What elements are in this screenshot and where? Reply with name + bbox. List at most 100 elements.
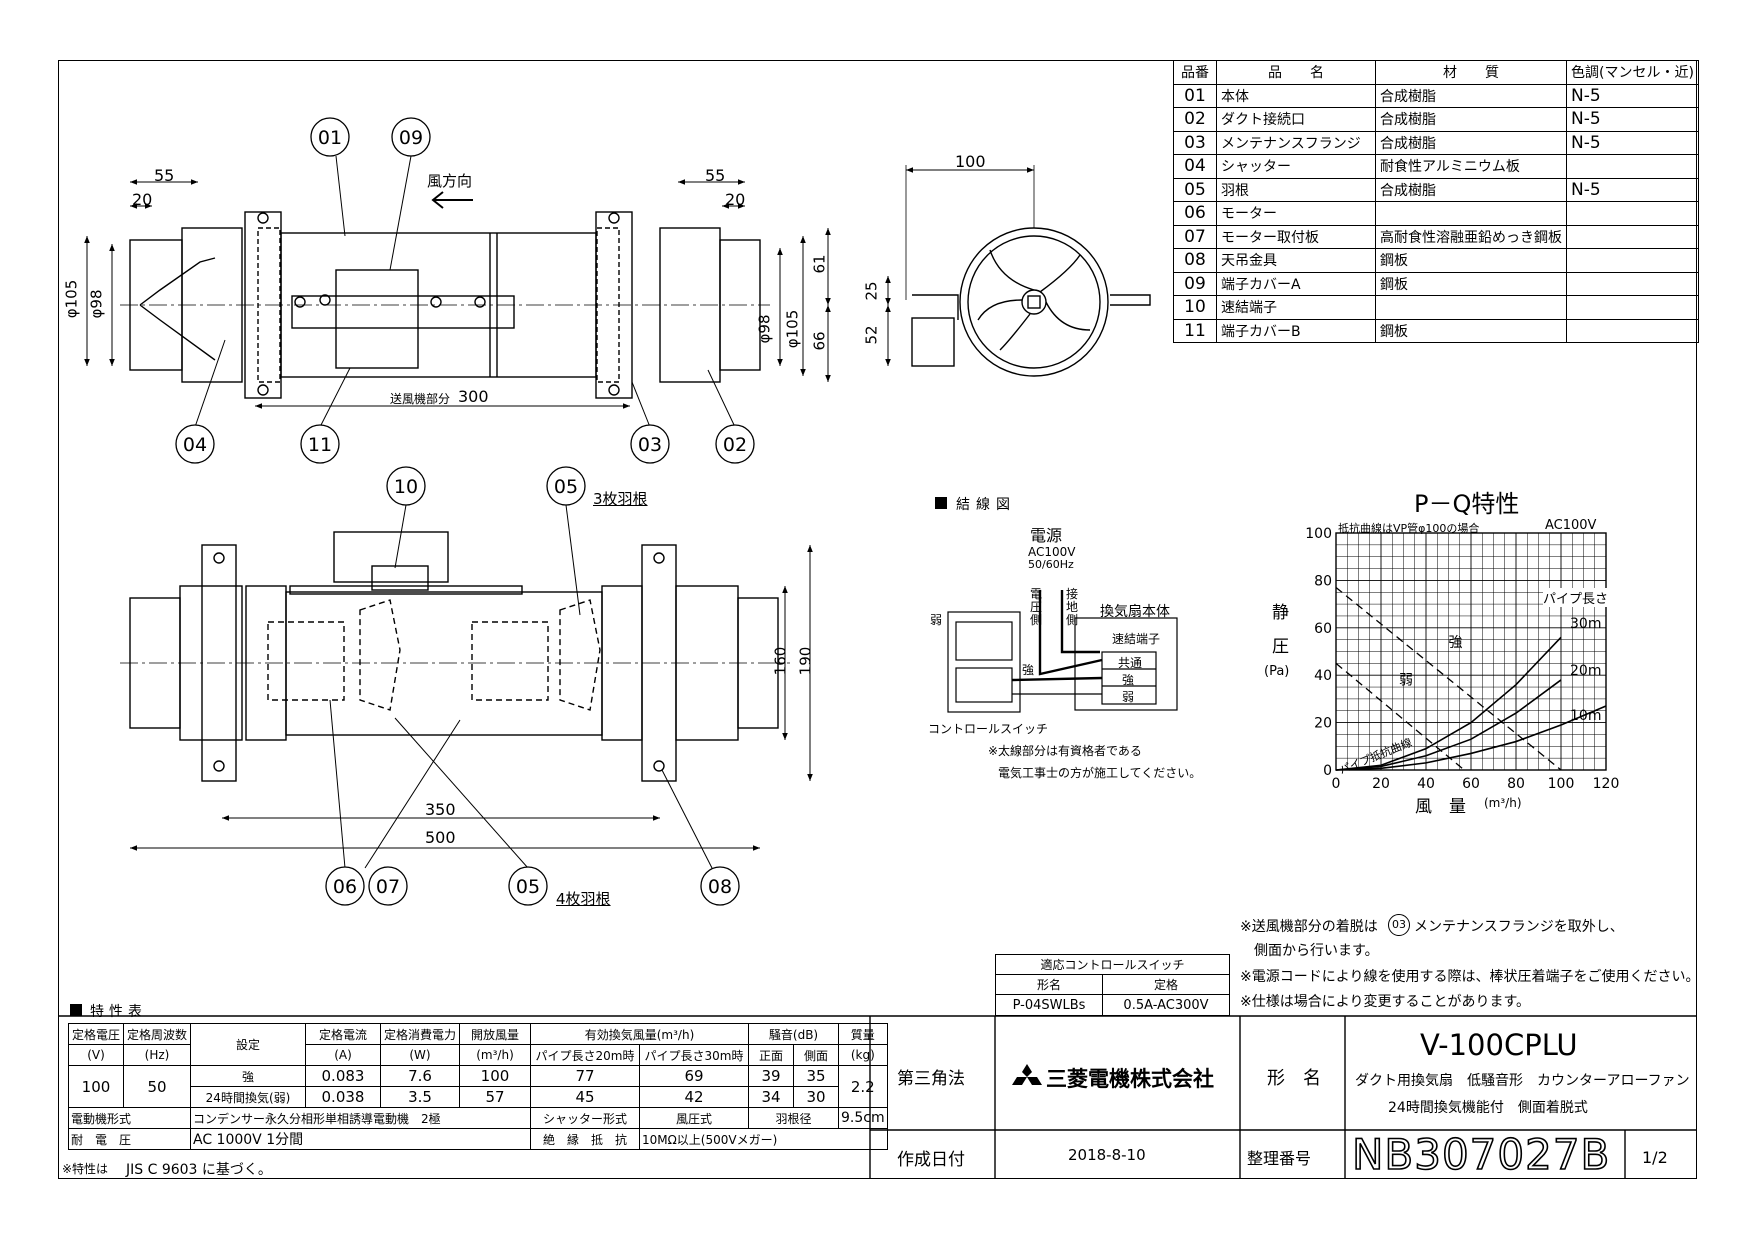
parts-cell: モーター [1216,201,1376,226]
cs-h-rating: 定格 [1102,974,1230,995]
freq-label: 50/60Hz [1028,558,1074,571]
row2-side: 30 [793,1086,839,1108]
parts-cell: 10 [1173,295,1217,320]
callout-circle [368,866,408,906]
spec-table: 定格電圧 定格周波数 設定 定格電流 定格消費電力 開放風量 有効換気風量(m³… [68,1023,888,1150]
callout-number: 08 [708,876,732,898]
row1-front: 39 [748,1065,794,1087]
h-open-flow-unit: (m³/h) [459,1044,531,1066]
callout-circle [310,117,350,157]
model-label: 形 名 [1267,1068,1321,1089]
callout-circle [325,866,365,906]
parts-cell: 09 [1173,271,1217,296]
parts-cell: 端子カバーB [1216,318,1376,343]
insulation-value: 10MΩ以上(500Vメガー) [639,1128,888,1150]
parts-cell: 02 [1173,107,1217,132]
note-1c: メンテナンスフランジを取外し、 [1414,919,1624,935]
power-label: 電源 [1030,526,1063,545]
h-freq: 定格周波数 [123,1023,191,1045]
top-view [84,155,831,428]
model-number: V-100CPLU [1420,1028,1578,1062]
terminal-common: 共通 [1118,656,1143,670]
pq-series-label: 30m [1570,616,1601,632]
callout-number: 01 [318,127,342,149]
callout-circle [715,424,755,464]
insulation-label: 絶 縁 抵 抗 [530,1128,640,1150]
pq-y-tick: 60 [1314,621,1332,637]
ref-number: NB307027B [1351,1129,1611,1180]
callout-number: 04 [183,434,207,456]
row1-side: 35 [793,1065,839,1087]
row2-p30: 42 [639,1086,749,1108]
pq-series-line [1335,636,1562,771]
dim-20-left: 20 [132,190,153,209]
parts-cell [1566,318,1699,343]
pq-x-tick: 100 [1548,776,1575,792]
h-noise: 騒音(dB) [748,1023,839,1045]
drawing-frame [58,60,1697,1179]
switch-weak: 弱 [930,613,943,627]
callout-number: 03 [638,434,662,456]
h-pipe20: パイプ長さ20m時 [530,1044,640,1066]
pq-series-label: 弱 [1399,673,1413,689]
h-voltage-unit: (V) [68,1044,124,1066]
h-current-unit: (A) [305,1044,381,1066]
row2-setting: 24時間換気(弱) [190,1086,306,1108]
parts-header-3: 色調(マンセル・近) [1566,60,1699,85]
callout-number: 11 [308,434,332,456]
motor-label: 電動機形式 [68,1107,191,1129]
pq-x-tick: 40 [1417,776,1435,792]
row2-current: 0.038 [305,1086,381,1108]
wiring-diagram [947,590,1178,713]
parts-cell: 11 [1173,318,1217,343]
pq-y-tick: 40 [1314,668,1332,684]
side-view [885,165,1151,377]
h-pipe30: パイプ長さ30m時 [639,1044,749,1066]
parts-cell: 端子カバーA [1216,271,1376,296]
callout-circle [175,424,215,464]
withstand-value: AC 1000V 1分間 [190,1128,531,1150]
callout-number: 06 [333,876,357,898]
row1-setting: 強 [190,1065,306,1087]
row1-open: 100 [459,1065,531,1087]
motor-value: コンデンサー永久分相形単相誘導電動機 2極 [190,1107,531,1129]
pq-x-tick: 120 [1593,776,1620,792]
shutter-value: 風圧式 [639,1107,749,1129]
parts-cell: 耐食性アルミニウム板 [1375,154,1567,179]
spec-marker [70,1004,82,1016]
dim-d98-right: φ98 [755,314,774,344]
fan-body-label: 換気扇本体 [1100,604,1170,620]
spec-voltage: 100 [68,1065,124,1108]
ground-side-label: 接地側 [1066,587,1079,627]
cs-rating: 0.5A-AC300V [1102,994,1230,1016]
h-mass-unit: (kg) [838,1044,888,1066]
parts-cell: 高耐食性溶融亜鉛めっき鋼板 [1375,224,1567,249]
dim-52: 52 [862,325,881,345]
three-blade-label: 3枚羽根 [593,490,648,508]
row2-p20: 45 [530,1086,640,1108]
cs-model: P-04SWLBs [995,994,1103,1016]
callout-number: 05 [554,476,578,498]
parts-header-1: 品 名 [1216,60,1376,85]
date-value: 2018-8-10 [1068,1146,1146,1164]
wiring-title: 結線図 [956,497,1016,513]
wiring-note-2: 電気工事士の方が施工してください。 [998,766,1202,780]
callout-number: 02 [723,434,747,456]
standard-label: ※特性は [62,1162,109,1176]
dim-160: 160 [771,646,790,676]
note-3: ※仕様は場合により変更することがあります。 [1240,994,1531,1010]
dim-61: 61 [810,254,829,274]
dim-d105-right: φ105 [783,309,802,349]
cs-title: 適応コントロールスイッチ [995,954,1230,975]
parts-cell: 06 [1173,201,1217,226]
control-switch-label: コントロールスイッチ [928,722,1049,736]
note-2: ※電源コードにより線を使用する際は、棒状圧着端子をご使用ください。 [1240,969,1700,985]
pq-series-line [1335,705,1607,771]
voltage-label: AC100V [1028,545,1076,559]
callout-circle [391,117,431,157]
cs-h-model: 形名 [995,974,1103,995]
